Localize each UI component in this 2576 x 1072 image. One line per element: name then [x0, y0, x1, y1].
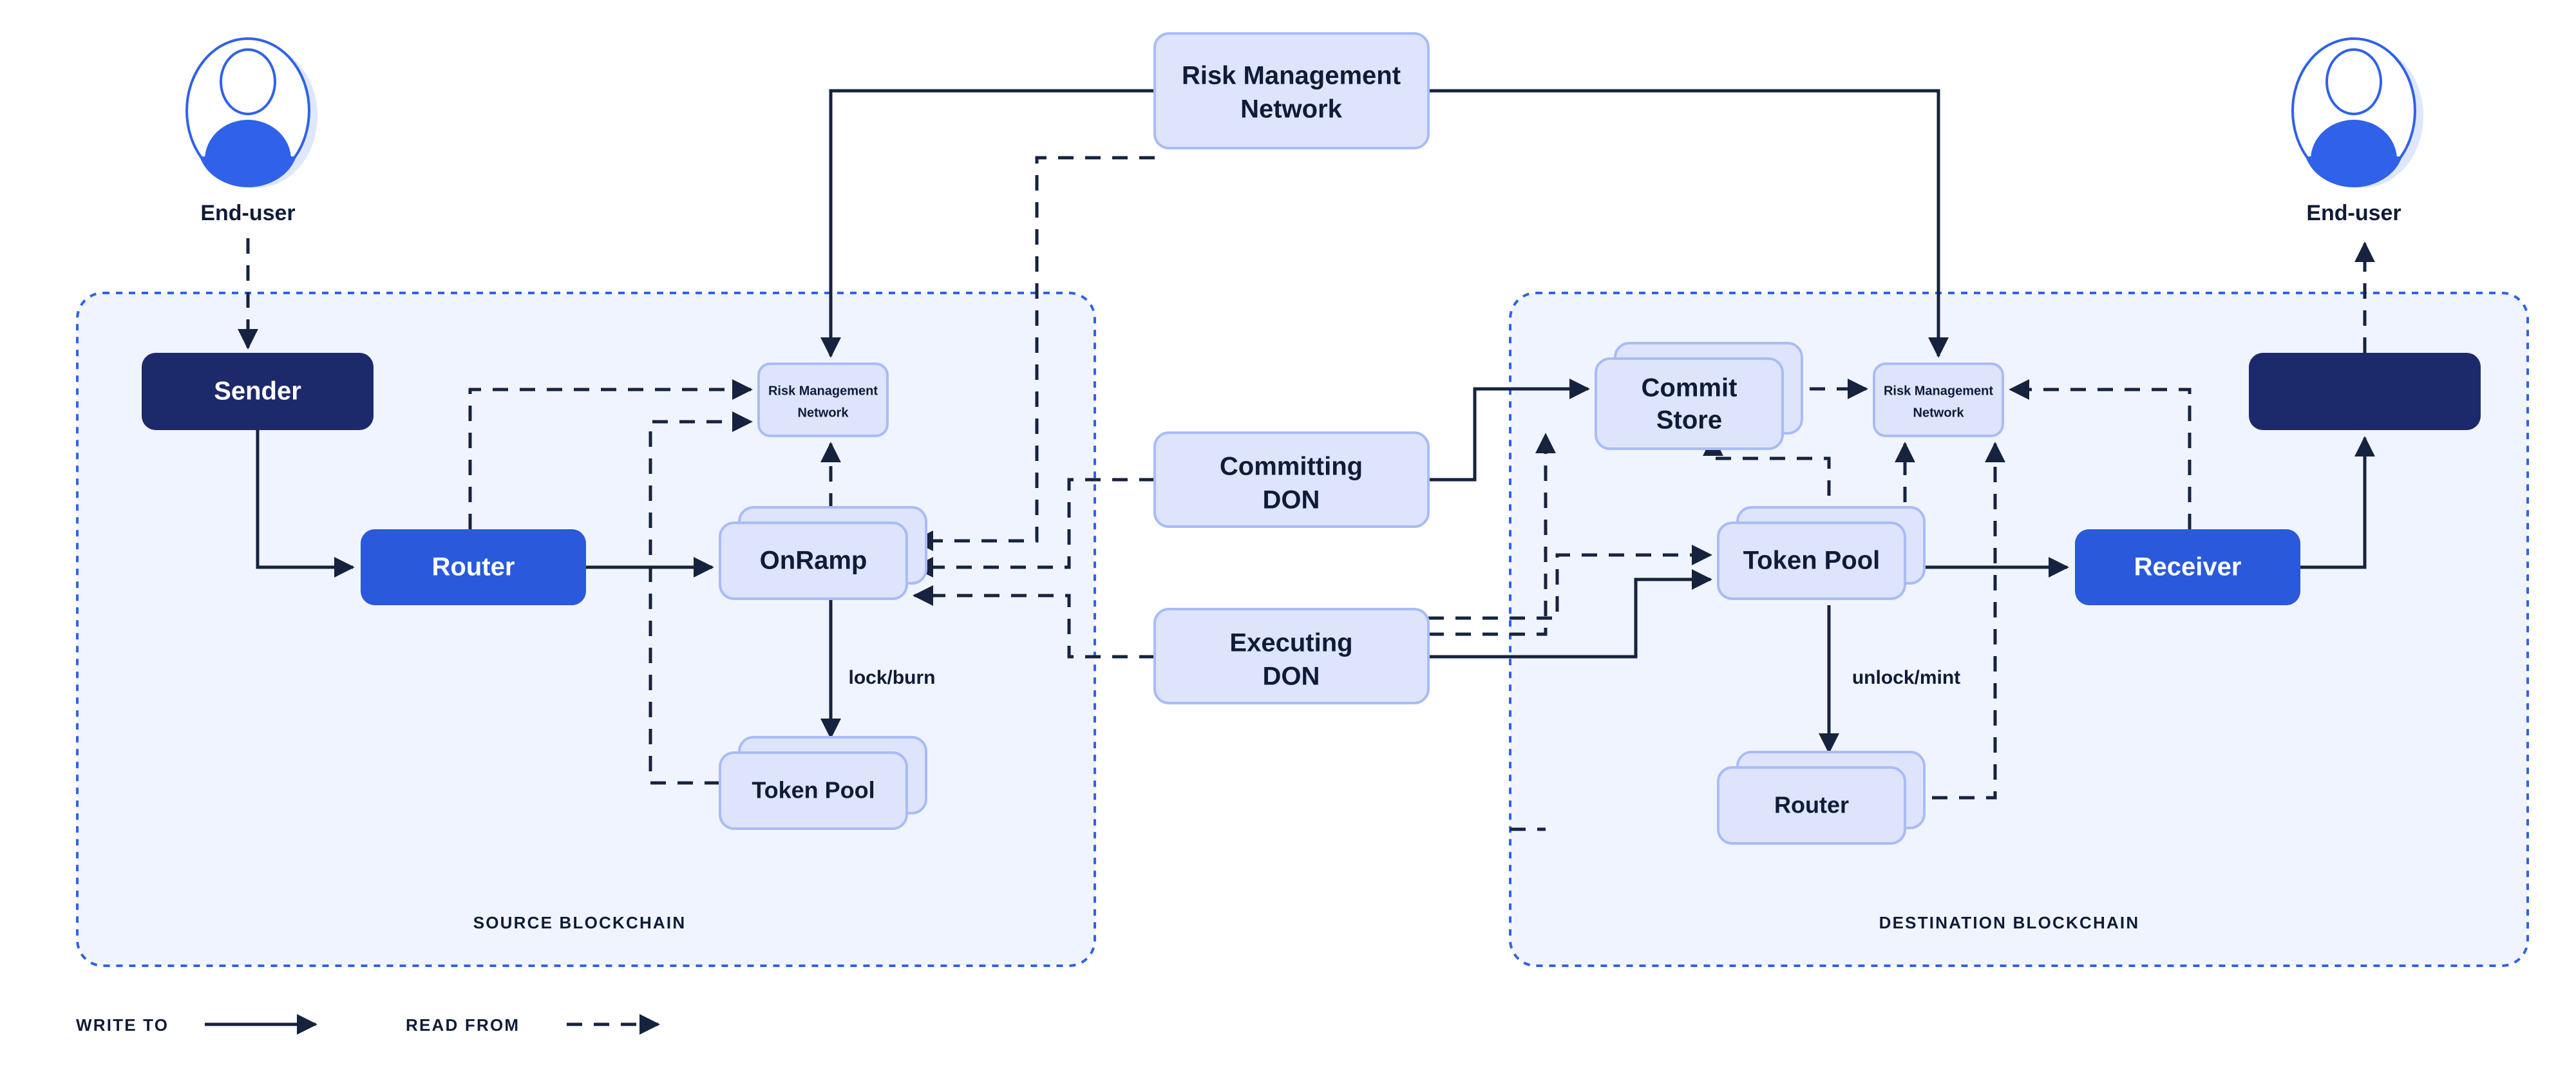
node-executing-don[interactable]: Executing DON: [1153, 608, 1430, 704]
edge-label-lock-burn: lock/burn: [848, 667, 935, 688]
node-sender[interactable]: Sender: [142, 353, 374, 430]
node-onramp[interactable]: OnRamp: [719, 506, 927, 600]
node-router-destination[interactable]: Receiver: [2075, 529, 2300, 605]
edge-router-to-receiver: [2300, 436, 2376, 569]
edge-committingdon-to-commitstore: [1428, 378, 1590, 482]
node-router-source-label: Router: [432, 553, 515, 581]
node-offramp[interactable]: Token Pool: [1717, 506, 1926, 600]
node-committing-don-label-line2: DON: [1263, 486, 1320, 514]
node-commit-store[interactable]: Commit Store: [1595, 342, 1803, 450]
actor-end-user-right-label: End-user: [2306, 201, 2401, 225]
actor-end-user-left: End-user: [185, 37, 317, 225]
zone-label-source: SOURCE BLOCKCHAIN: [473, 913, 687, 932]
node-committing-don[interactable]: Committing DON: [1153, 431, 1430, 528]
node-token-pool-source-label: Token Pool: [752, 777, 875, 804]
node-rmn-top-label-line2: Network: [1240, 95, 1343, 124]
node-token-pool-destination-label: Router: [1774, 792, 1849, 818]
edge-executingdon-reads-offramp: [1428, 544, 1712, 620]
node-rmn-source-label-line2: Network: [798, 406, 849, 420]
node-sender-label: Sender: [214, 377, 301, 406]
node-executing-don-label-line2: DON: [1263, 663, 1320, 691]
actor-end-user-left-label: End-user: [200, 201, 295, 225]
node-router-source[interactable]: Router: [361, 529, 586, 605]
node-committing-don-label-line1: Committing: [1220, 453, 1363, 481]
edge-rmntop-to-rmn-source: [820, 89, 1155, 358]
edge-executingdon-reads-commitstore: [1428, 433, 1557, 636]
node-onramp-label: OnRamp: [760, 547, 867, 575]
legend-write-to-label: WRITE TO: [76, 1015, 169, 1035]
node-rmn-top[interactable]: Risk Management Network: [1153, 32, 1430, 149]
edge-executingdon-reads-onramp: [913, 585, 1155, 659]
edge-label-unlock-mint: unlock/mint: [1852, 667, 1960, 688]
edge-sender-to-router: [256, 430, 355, 578]
node-token-pool-destination[interactable]: Router: [1717, 751, 1926, 845]
node-executing-don-label-line1: Executing: [1229, 629, 1352, 657]
legend-read-from-label: READ FROM: [406, 1015, 520, 1035]
edge-rmntop-reads-onramp: [913, 156, 1155, 552]
node-rmn-source[interactable]: Risk Management Network: [757, 362, 889, 437]
edge-router-destination-reads-rmn: [2009, 379, 2192, 529]
edge-committingdon-reads-onramp: [913, 478, 1155, 578]
node-rmn-source-label-line1: Risk Management: [768, 384, 878, 398]
node-rmn-destination-label-line1: Risk Management: [1884, 384, 1993, 398]
node-offramp-label: Token Pool: [1743, 547, 1880, 575]
legend: WRITE TO READ FROM: [76, 1013, 660, 1035]
edge-tokenpool-reads-rmn-source: [649, 411, 753, 785]
node-rmn-destination[interactable]: Risk Management Network: [1873, 362, 2004, 437]
node-rmn-destination-label-line2: Network: [1913, 406, 1965, 420]
node-router-destination-label: Receiver: [2134, 553, 2242, 581]
node-rmn-top-label-line1: Risk Management: [1182, 62, 1401, 90]
edge-router-reads-rmn-source: [468, 379, 753, 529]
node-token-pool-source[interactable]: Token Pool: [719, 736, 927, 830]
node-commit-store-label-line2: Store: [1656, 406, 1722, 435]
zone-label-destination: DESTINATION BLOCKCHAIN: [1879, 913, 2140, 932]
node-receiver[interactable]: [2249, 353, 2481, 430]
edge-tokenpool-reads-rmn-destination: [1905, 442, 2006, 800]
edge-executingdon-to-offramp: [1428, 569, 1712, 659]
edge-rmntop-to-rmn-destination: [1428, 89, 1949, 358]
node-commit-store-label-line1: Commit: [1642, 374, 1738, 402]
actor-end-user-right: End-user: [2291, 37, 2423, 225]
